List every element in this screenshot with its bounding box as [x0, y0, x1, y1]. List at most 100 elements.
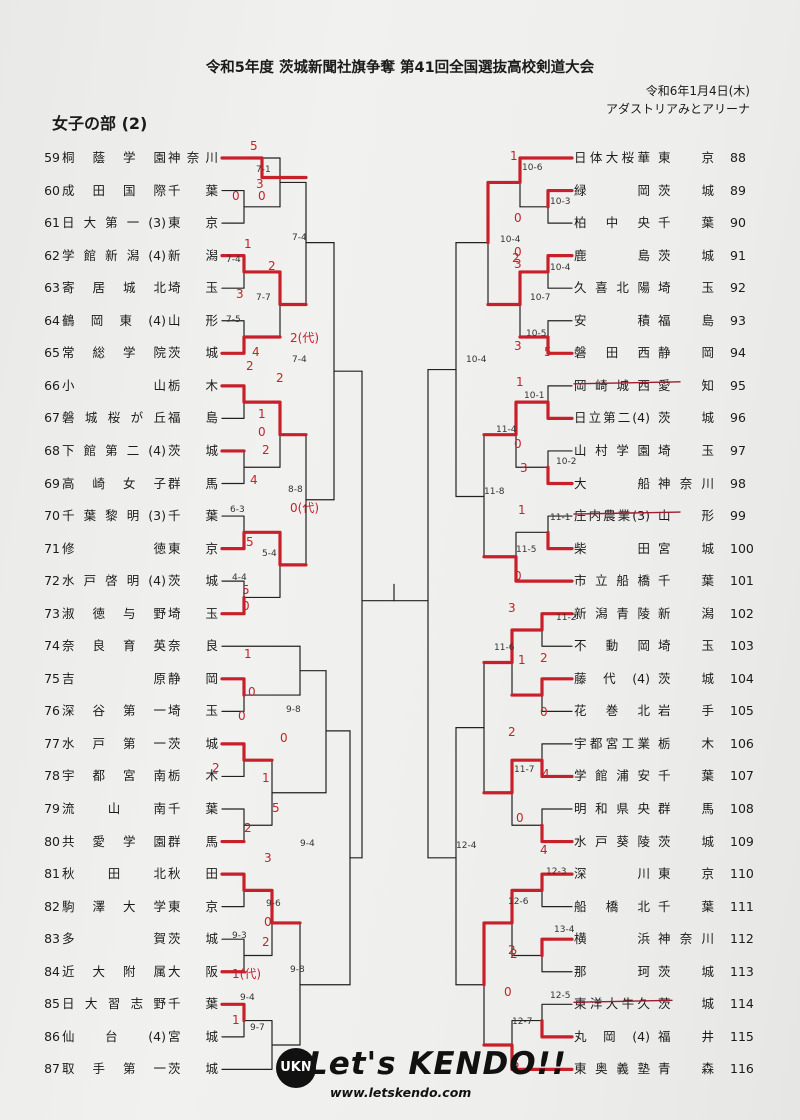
entry-prefecture: 千葉: [168, 996, 218, 1012]
entry-prefecture: 茨城: [658, 963, 714, 979]
entry-prefecture: 東京: [658, 150, 714, 165]
entry-prefecture: 青森: [658, 1061, 714, 1077]
entry-number: 114: [730, 996, 754, 1012]
winner-count-note: 4: [252, 345, 260, 359]
winner-count-note: 2: [268, 259, 276, 273]
entry-prefecture: 東京: [168, 540, 218, 556]
winner-count-note: 5: [512, 1057, 520, 1071]
match-score-note: 11-7: [514, 765, 534, 775]
bracket-line: [547, 385, 573, 419]
winner-count-note: 3: [236, 287, 244, 301]
winner-count-note: 2: [262, 443, 270, 457]
entry-school: 深谷第一: [62, 703, 166, 719]
entry-prefecture: 福島: [168, 410, 218, 426]
entry-number: 103: [730, 638, 754, 654]
entry-prefecture: 茨城: [168, 345, 218, 361]
entry-prefecture: 福島: [658, 312, 714, 328]
winner-count-note: 3: [264, 851, 272, 865]
match-score-note: 11-5: [516, 545, 536, 555]
entry-school: 鶴岡東(4): [62, 312, 166, 328]
winner-count-note: 0: [264, 915, 272, 929]
match-score-note: 9-3: [232, 931, 247, 941]
entry-prefecture: 埼玉: [658, 280, 714, 296]
entry-school: 庄内農業(3): [574, 508, 650, 524]
entry-school: 大船: [574, 475, 650, 491]
strike-mark: [573, 999, 673, 1003]
match-score-note: 7-4: [292, 233, 307, 243]
match-score-note: 10-4: [500, 235, 521, 245]
entry-school: 不動岡: [574, 638, 650, 654]
winner-count-note: 2: [512, 251, 520, 265]
match-score-note: 9-7: [250, 1023, 265, 1033]
match-score-note: 12-4: [456, 841, 477, 851]
entry-number: 102: [730, 605, 754, 621]
entry-number: 108: [730, 801, 754, 816]
logo-url: www.letskendo.com: [330, 1085, 472, 1100]
entry-school: 東奥義塾: [574, 1061, 650, 1077]
winner-count-note: 2: [540, 651, 548, 665]
bracket-line: [221, 385, 245, 419]
entry-prefecture: 茨城: [658, 182, 714, 198]
winner-count-note: 0: [242, 599, 250, 613]
match-score-note: 10-3: [550, 197, 570, 207]
entry-school: 下館第二(4): [62, 442, 166, 458]
entry-prefecture: 神奈川: [658, 475, 714, 491]
winner-count-note: 2: [508, 725, 516, 739]
winner-count-note: 1: [518, 653, 526, 667]
entry-number: 98: [730, 475, 746, 491]
winner-count-note: 1: [244, 647, 252, 661]
entry-prefecture: 山形: [168, 312, 218, 328]
entry-school: 寄居城北: [62, 280, 166, 296]
entry-school: 学館新潟(4): [62, 247, 166, 263]
entry-prefecture: 埼玉: [168, 703, 218, 719]
match-score-note: 11-8: [484, 487, 505, 497]
winner-mark: [546, 188, 574, 209]
entry-school: 柴田: [574, 540, 650, 556]
entry-prefecture: 宮城: [168, 1028, 218, 1044]
entry-number: 87: [44, 1061, 60, 1077]
match-score-note: 7-4: [226, 255, 241, 265]
entry-number: 106: [730, 735, 754, 751]
entry-prefecture: 新潟: [658, 605, 714, 621]
entry-school: 高崎女子: [62, 475, 166, 491]
bracket-line: [541, 938, 573, 973]
match-score-note: 10-2: [556, 457, 576, 467]
entry-number: 82: [44, 898, 60, 914]
entry-school: 常総学院: [62, 345, 166, 361]
entry-number: 63: [44, 280, 60, 296]
entry-school: 流山南: [62, 801, 166, 816]
entry-school: 東洋大牛久: [574, 996, 650, 1012]
entry-school: 那珂: [574, 963, 650, 979]
match-score-note: 9-4: [240, 993, 255, 1003]
bracket-line: [515, 531, 573, 582]
entry-prefecture: 千葉: [658, 768, 714, 784]
winner-mark: [540, 823, 574, 844]
entry-prefecture: 茨城: [168, 735, 218, 751]
entry-school: 淑徳与野: [62, 605, 166, 621]
winner-mark: [540, 937, 574, 958]
winner-count-note: 0: [248, 685, 256, 699]
entry-prefecture: 岩手: [658, 703, 714, 719]
winner-count-note: 3: [520, 461, 528, 475]
entry-number: 91: [730, 247, 746, 263]
entry-school: 奈良育英: [62, 638, 166, 654]
winner-count-note: 2: [276, 371, 284, 385]
entry-number: 107: [730, 768, 754, 784]
entry-prefecture: 千葉: [658, 573, 714, 589]
entry-number: 95: [730, 377, 746, 393]
winner-mark: [482, 400, 574, 437]
match-score-note: 5-4: [262, 549, 277, 559]
